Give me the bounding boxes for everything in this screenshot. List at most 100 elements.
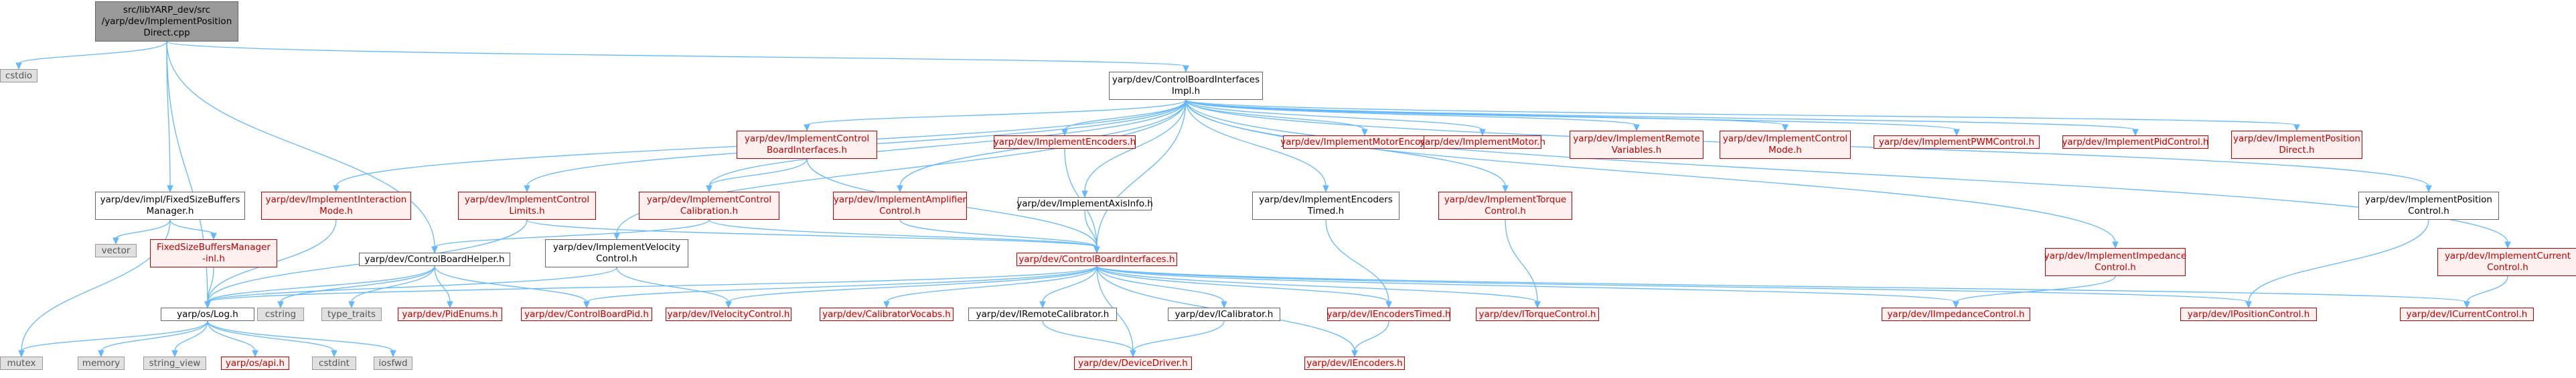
graph-node-iosfwd: iosfwd (374, 357, 412, 370)
edge-cbi-to-iimpc (1096, 265, 1957, 303)
graph-node-ipc[interactable]: yarp/dev/ImplementPosition Control.h (2358, 192, 2499, 220)
edge-cbi-to-ivc (728, 265, 1097, 303)
edge-ipc-to-iposc (2248, 219, 2429, 303)
edge-cbi-to-itqc (1096, 265, 1538, 303)
edge-cbii-to-iet (1185, 99, 1327, 187)
edge-iivc-to-ivc (616, 267, 729, 303)
edge-log-to-mutex (21, 320, 208, 352)
graph-node-fsbmi: FixedSizeBuffersManager -inl.h (150, 239, 277, 267)
graph-node-icl: yarp/dev/ImplementControl Limits.h (458, 192, 596, 220)
graph-node-root[interactable]: src/libYARP_dev/src /yarp/dev/ImplementP… (95, 1, 238, 42)
graph-node-vector: vector (95, 244, 137, 257)
graph-node-iencs: yarp/dev/IEncoders.h (1304, 357, 1405, 370)
graph-node-imot: yarp/dev/ImplementMotor.h (1420, 135, 1545, 149)
graph-node-irc[interactable]: yarp/dev/IRemoteCalibrator.h (968, 308, 1117, 321)
graph-node-cstdio: cstdio (0, 69, 37, 82)
edge-cbii-to-cbi (1096, 99, 1187, 248)
edge-cbii-to-irv (1185, 99, 1637, 126)
edge-arrowhead (1953, 129, 1960, 137)
edge-arrowhead (1782, 124, 1789, 132)
graph-node-typetraits: type_traits (321, 308, 382, 321)
graph-node-pidenums: yarp/dev/PidEnums.h (398, 308, 502, 321)
graph-node-iimp: yarp/dev/ImplementImpedance Control.h (2044, 248, 2186, 276)
graph-node-ipd: yarp/dev/ImplementPosition Direct.h (2231, 131, 2362, 159)
graph-node-icm: yarp/dev/ImplementControl Mode.h (1720, 131, 1851, 159)
edge-cbii-to-ipd (1185, 99, 2297, 126)
edge-cbii-to-iimp (1185, 99, 2116, 243)
edge-arrowhead (167, 185, 173, 193)
edge-log-to-iosfwd (207, 320, 394, 352)
edge-cbi-to-ical (1096, 265, 1225, 303)
graph-node-cstdint: cstdint (312, 357, 356, 370)
edge-cbii-to-ipid (1185, 99, 2136, 131)
edge-arrowhead (1039, 301, 1046, 309)
edge-arrowhead (804, 124, 810, 132)
graph-node-ipwm: yarp/dev/ImplementPWMControl.h (1874, 135, 2040, 149)
graph-node-iivc[interactable]: yarp/dev/ImplementVelocity Control.h (545, 239, 688, 267)
edge-arrowhead (725, 301, 732, 309)
graph-node-iposc: yarp/dev/IPositionControl.h (2180, 308, 2317, 321)
graph-node-ical[interactable]: yarp/dev/ICalibrator.h (1168, 308, 1280, 321)
edge-irc-to-devdrv (1042, 320, 1134, 352)
graph-node-cstring: cstring (257, 308, 304, 321)
graph-node-ipid: yarp/dev/ImplementPidControl.h (2062, 135, 2209, 149)
edge-cbh-to-typetraits (351, 265, 435, 303)
edge-arrowhead (706, 185, 712, 193)
edge-arrowhead (204, 301, 211, 309)
edge-cbi-to-calv (886, 265, 1097, 303)
graph-node-iaxis[interactable]: yarp/dev/ImplementAxisInfo.h (1016, 197, 1153, 210)
edge-icbi-to-icc (708, 158, 808, 187)
edge-arrowhead (2293, 124, 2300, 132)
graph-node-fsbm[interactable]: yarp/dev/impl/FixedSizeBuffers Manager.h (95, 192, 245, 220)
edge-arrowhead (1534, 301, 1541, 309)
edge-ical-to-devdrv (1132, 320, 1225, 352)
edge-arrowhead (1130, 350, 1136, 358)
edge-root-to-cstdio (18, 41, 167, 64)
edge-log-to-osapi (207, 320, 256, 352)
edge-arrowhead (1361, 129, 1368, 137)
graph-node-iett: yarp/dev/IEncodersTimed.h (1327, 308, 1451, 321)
graph-node-devdrv: yarp/dev/DeviceDriver.h (1074, 357, 1192, 370)
edge-fsbm-to-fsbmi (169, 219, 214, 235)
graph-node-cbii[interactable]: yarp/dev/ControlBoardInterfaces Impl.h (1109, 72, 1263, 100)
edge-iaxis-to-cbi (1084, 210, 1097, 248)
edge-cbh-to-pidenums (434, 265, 451, 303)
graph-node-itqc: yarp/dev/ITorqueControl.h (1476, 308, 1599, 321)
edge-arrowhead (613, 233, 620, 241)
graph-node-itc: yarp/dev/ImplementTorque Control.h (1438, 192, 1572, 220)
edge-arrowhead (1081, 190, 1088, 198)
edge-arrowhead (331, 350, 337, 358)
edge-arrowhead (1061, 129, 1068, 137)
graph-node-ienc: yarp/dev/ImplementEncoders.h (994, 135, 1136, 149)
edge-iivc-to-log (207, 267, 617, 303)
edge-arrowhead (171, 350, 178, 358)
graph-node-cbh[interactable]: yarp/dev/ControlBoardHelper.h (359, 253, 510, 266)
graph-node-log[interactable]: yarp/os/Log.h (161, 308, 254, 321)
edge-arrowhead (277, 301, 284, 309)
edge-arrowhead (431, 246, 438, 254)
edge-arrowhead (1093, 246, 1100, 254)
edge-arrowhead (1221, 301, 1227, 309)
edge-cbi-to-irc (1042, 265, 1097, 303)
edge-arrowhead (1351, 350, 1358, 358)
edge-arrowhead (252, 350, 258, 358)
edge-log-to-memory (100, 320, 208, 352)
graph-node-cbpid: yarp/dev/ControlBoardPid.h (521, 308, 652, 321)
edge-iett-to-iencs (1354, 320, 1389, 352)
edge-cbh-to-log (207, 265, 435, 303)
edge-arrowhead (1502, 185, 1509, 193)
graph-node-iet[interactable]: yarp/dev/ImplementEncoders Timed.h (1252, 192, 1399, 220)
edge-cbii-to-icbi (806, 99, 1187, 126)
edge-log-to-cstdint (207, 320, 335, 352)
edge-cbh-to-cstring (280, 265, 435, 303)
edge-arrowhead (2132, 129, 2139, 137)
edge-cbi-to-cbpid (586, 265, 1097, 303)
edge-arrowhead (1385, 301, 1392, 309)
edge-icl-to-cbi (526, 219, 1097, 248)
edge-arrowhead (897, 185, 903, 193)
edge-cbh-to-cbpid (434, 265, 587, 303)
edge-arrowhead (2112, 241, 2119, 249)
edge-icc-to-cbi (708, 219, 1097, 248)
graph-node-ime: yarp/dev/ImplementMotorEncoders.h (1280, 135, 1449, 149)
